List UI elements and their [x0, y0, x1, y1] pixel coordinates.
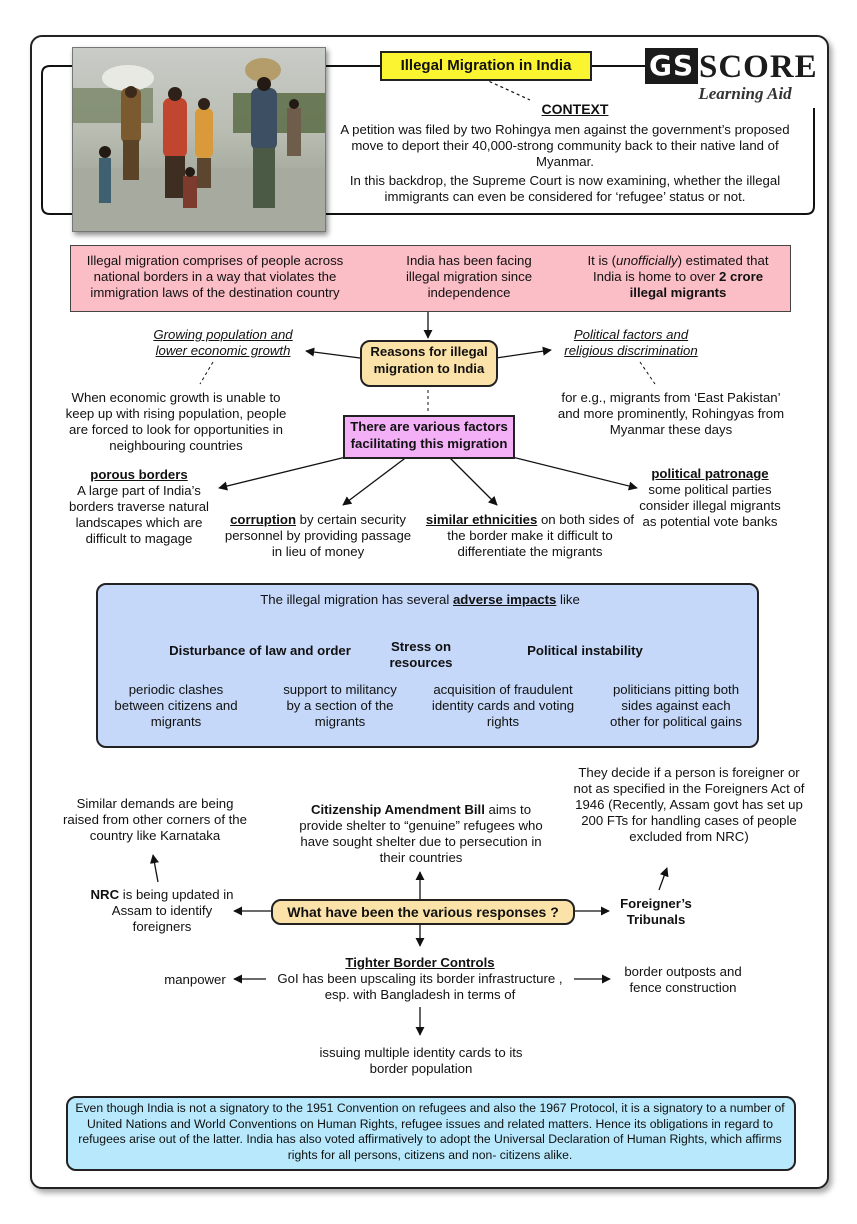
context-text-1: A petition was filed by two Rohingya men… — [340, 122, 790, 169]
response-tribunals: Foreigner’s Tribunals — [620, 896, 692, 927]
factor-patronage-title: political patronage — [651, 466, 769, 481]
reason-population-title: Growing population and lower economic gr… — [153, 327, 293, 358]
response-nrc: NRC is being updated in Assam to identif… — [88, 887, 236, 935]
gs-score-logo: GS SCORE Learning Aid — [645, 48, 818, 106]
factor-porous-title: porous borders — [90, 467, 188, 482]
impact-militancy: support to militancy by a section of the… — [283, 682, 397, 729]
response-border-title: Tighter Border Controls — [345, 955, 495, 970]
context-label: CONTEXT — [541, 101, 609, 117]
factors-node: There are various factors facilitating t… — [343, 415, 515, 459]
estimate-bold: 2 crore illegal migrants — [629, 269, 764, 300]
factor-corruption-title: corruption — [230, 512, 296, 527]
impact-political: Political instability — [527, 643, 643, 658]
footer-box — [66, 1096, 796, 1171]
migrants-walking-photo — [72, 47, 326, 232]
factor-ethnicities: similar ethnicities on both sides of the… — [424, 512, 636, 560]
impact-clashes: periodic clashes between citizens and mi… — [114, 682, 238, 729]
impacts-intro: The illegal migration has several advers… — [200, 592, 640, 608]
context-text-2: In this backdrop, the Supreme Court is n… — [349, 173, 781, 204]
factor-ethnicities-text: on both sides of the border make it diff… — [447, 512, 635, 559]
impacts-box — [96, 583, 759, 748]
factor-corruption: corruption by certain security personnel… — [220, 512, 416, 560]
response-nrc-text: is being updated in Assam to identify fo… — [111, 887, 234, 934]
definition-box — [70, 245, 791, 312]
response-tribunals-text: They decide if a person is foreigner or … — [573, 765, 805, 844]
response-nrc-title: NRC — [90, 887, 120, 902]
response-border-text: GoI has been upscaling its border infras… — [277, 971, 563, 1002]
impacts-intro-bold: adverse impacts — [452, 592, 557, 607]
estimate-mid: ) estimated that India is home to over — [592, 253, 769, 284]
impact-resources: Stress on resources — [389, 639, 453, 670]
impacts-intro-prefix: The illegal migration has several — [260, 592, 453, 607]
logo-score: SCORE — [699, 49, 818, 85]
footer-text: Even though India is not a signatory to … — [75, 1101, 785, 1162]
logo-gs: GS — [645, 48, 699, 84]
impact-fraud: acquisition of fraudulent identity cards… — [431, 682, 575, 729]
estimate-italic: unofficially — [616, 253, 678, 268]
response-cab-title: Citizenship Amendment Bill — [310, 802, 485, 817]
impacts-intro-suffix: like — [556, 592, 580, 607]
reasons-node: Reasons for illegal migration to India — [360, 340, 498, 387]
response-cab: Citizenship Amendment Bill aims to provi… — [296, 802, 546, 866]
page-title: Illegal Migration in India — [380, 51, 592, 81]
impact-law-order: Disturbance of law and order — [169, 643, 351, 658]
response-manpower: manpower — [164, 972, 226, 987]
response-id-cards: issuing multiple identity cards to its b… — [319, 1045, 523, 1076]
reason-political-text: for e.g., migrants from ‘East Pakistan’ … — [557, 390, 785, 437]
estimate-text: It is (unofficially) estimated that Indi… — [580, 253, 776, 301]
reason-population-text: When economic growth is unable to keep u… — [65, 390, 287, 453]
factor-porous-text: A large part of India’s borders traverse… — [68, 483, 209, 546]
factor-corruption-text: by certain security personnel by providi… — [224, 512, 412, 559]
impact-politicians: politicians pitting both sides against e… — [610, 682, 742, 729]
response-similar-demands: Similar demands are being raised from ot… — [63, 796, 247, 843]
logo-tagline: Learning Aid — [698, 84, 792, 103]
factor-patronage-text: some political parties consider illegal … — [639, 482, 781, 529]
response-cab-text: aims to provide shelter to “genuine” ref… — [299, 802, 543, 865]
history-text: India has been facing illegal migration … — [405, 253, 533, 300]
reason-political-title: Political factors and religious discrimi… — [564, 327, 698, 358]
responses-node: What have been the various responses ? — [271, 899, 575, 925]
factor-ethnicities-title: similar ethnicities — [425, 512, 538, 527]
estimate-prefix: It is ( — [587, 253, 617, 268]
definition-text: Illegal migration comprises of people ac… — [86, 253, 344, 300]
response-outposts: border outposts and fence construction — [624, 964, 742, 995]
